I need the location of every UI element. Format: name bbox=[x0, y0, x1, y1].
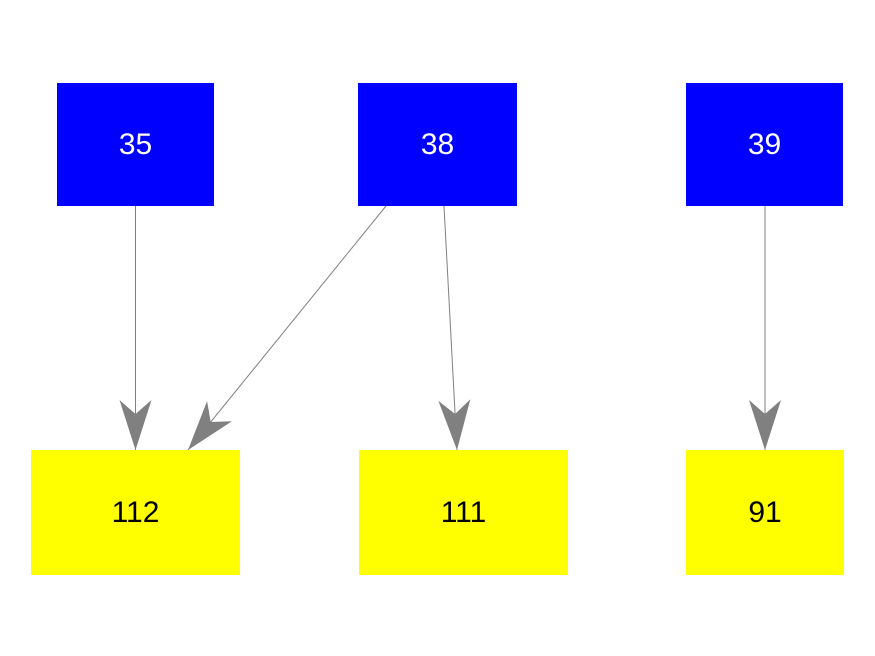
node-35: 35 bbox=[57, 83, 214, 206]
edge-38-112 bbox=[187, 205, 387, 451]
node-111: 111 bbox=[359, 450, 568, 575]
node-label: 39 bbox=[747, 127, 782, 161]
node-38: 38 bbox=[358, 83, 517, 206]
node-label: 38 bbox=[420, 127, 455, 161]
node-label: 112 bbox=[111, 495, 160, 529]
node-label: 35 bbox=[118, 127, 153, 161]
node-112: 112 bbox=[31, 450, 240, 575]
node-39: 39 bbox=[686, 83, 843, 206]
node-91: 91 bbox=[686, 450, 844, 575]
edge-38-111 bbox=[438, 205, 471, 451]
node-label: 111 bbox=[440, 495, 487, 529]
node-label: 91 bbox=[748, 495, 782, 529]
